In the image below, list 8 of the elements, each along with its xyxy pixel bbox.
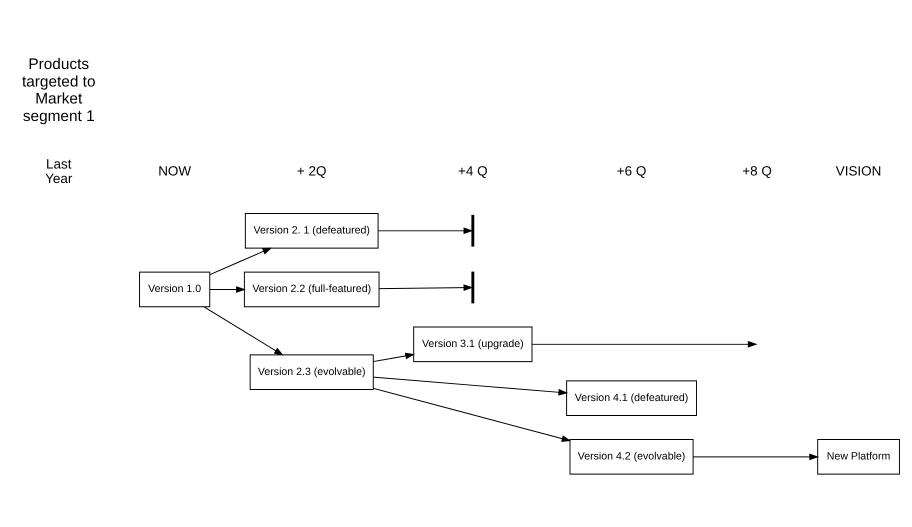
label: Products targeted to Market segment 1 bbox=[22, 56, 96, 125]
label: + 2Q bbox=[296, 164, 326, 179]
label: +6 Q bbox=[616, 164, 646, 179]
label: +8 Q bbox=[742, 164, 772, 179]
label: VISION bbox=[836, 164, 882, 179]
label: Last Year bbox=[45, 156, 72, 186]
label: +4 Q bbox=[458, 164, 488, 179]
label: NOW bbox=[158, 164, 192, 179]
